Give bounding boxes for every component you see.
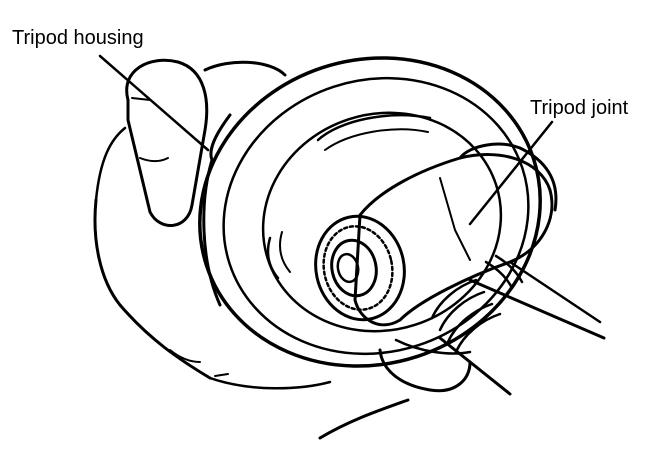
roller-inner	[330, 238, 378, 298]
tripod-joint-label: Tripod joint	[530, 97, 629, 119]
boot-ribs	[430, 254, 524, 354]
lower-roller	[378, 348, 472, 393]
tripod-housing-drawing	[198, 56, 542, 368]
leader-tripod-housing	[98, 54, 210, 152]
roller-outer	[314, 214, 406, 322]
tripod-joint-drawing	[314, 142, 606, 396]
leader-lines	[98, 54, 554, 226]
roller-center	[336, 252, 360, 284]
roller-needle-ring	[322, 225, 394, 311]
leader-tripod-joint	[468, 120, 554, 226]
drive-shaft	[468, 278, 606, 340]
joint-body	[353, 153, 554, 327]
tripod-housing-label: Tripod housing	[12, 27, 144, 49]
housing-inner-rim	[222, 76, 530, 356]
housing-outer-rim	[198, 56, 542, 368]
hand-drawing	[93, 58, 410, 440]
